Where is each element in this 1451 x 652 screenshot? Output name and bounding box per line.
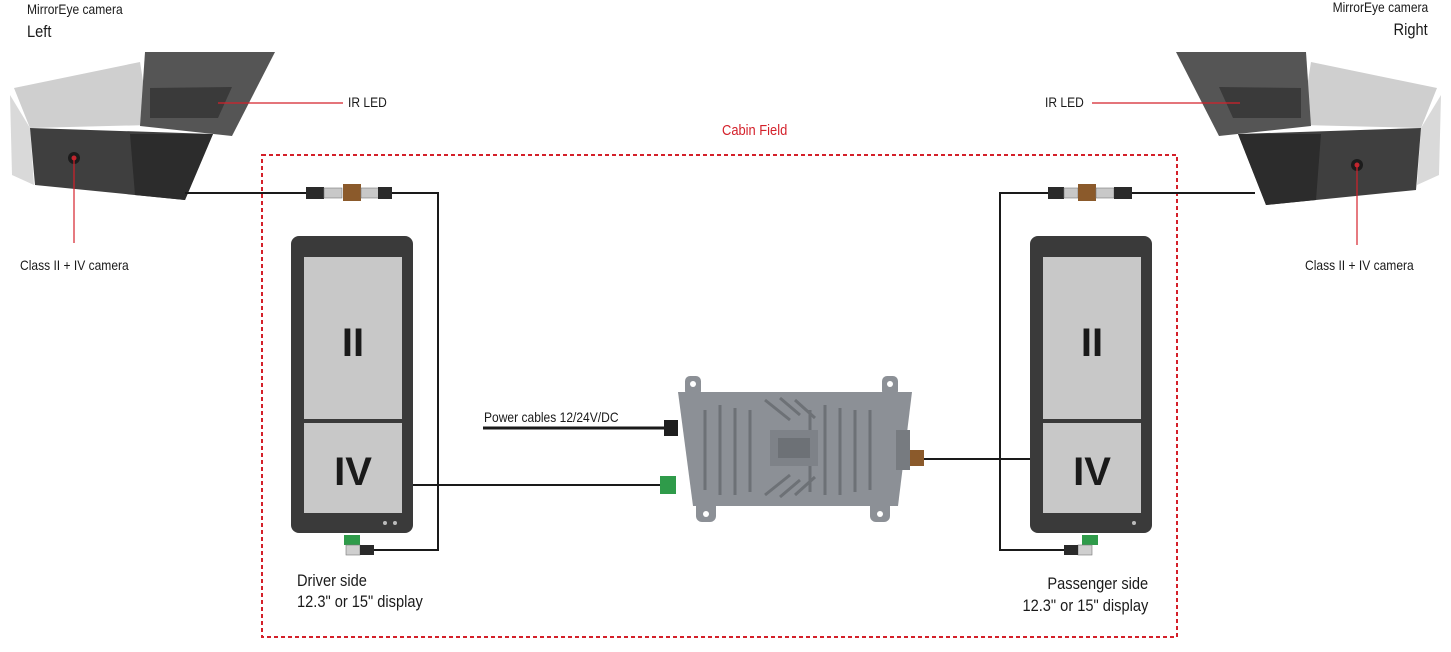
right-ir-led-window: [1219, 87, 1301, 118]
passenger-display-class-iv-area: [1043, 423, 1141, 513]
ecu-green-connector: [660, 476, 676, 494]
passenger-display-class-ii: II: [1081, 321, 1103, 365]
ecu-power-connector: [664, 420, 678, 436]
driver-display-class-iv: IV: [334, 450, 372, 494]
cabin-field-label: Cabin Field: [722, 122, 788, 139]
passenger-display-caption-line2: 12.3" or 15" display: [1022, 596, 1148, 615]
driver-display-class-ii-area: [304, 257, 402, 419]
passenger-display-green-connector: [1082, 535, 1098, 545]
cabin-field-boundary: [261, 154, 1178, 638]
ecu-brown-connector: [910, 450, 924, 466]
driver-display-class-ii: II: [342, 321, 364, 365]
ecu-unit: [678, 376, 912, 522]
driver-display: II IV: [291, 236, 413, 556]
power-cables-label: Power cables 12/24V/DC: [484, 409, 619, 425]
driver-display-caption-line1: Driver side: [297, 571, 367, 590]
left-camera: [10, 52, 275, 200]
passenger-display-caption-line1: Passenger side: [1047, 574, 1148, 593]
passenger-display: II IV: [1030, 236, 1152, 556]
left-camera-side: Left: [27, 22, 52, 41]
passenger-display-class-iv: IV: [1073, 450, 1111, 494]
right-ir-led-label: IR LED: [1045, 94, 1084, 110]
left-ir-led-window: [150, 87, 232, 118]
left-ir-led-label: IR LED: [348, 94, 387, 110]
driver-display-class-iv-area: [304, 423, 402, 513]
passenger-display-class-ii-area: [1043, 257, 1141, 419]
right-camera-lens-label: Class II + IV camera: [1305, 257, 1414, 273]
driver-display-caption-line2: 12.3" or 15" display: [297, 592, 423, 611]
right-camera-connector: [1048, 184, 1132, 201]
left-camera-connector: [306, 184, 392, 201]
right-camera-title: MirrorEye camera: [1332, 0, 1428, 15]
left-camera-lens-label: Class II + IV camera: [20, 257, 129, 273]
right-camera: [1176, 52, 1441, 205]
driver-display-green-connector: [344, 535, 360, 545]
left-camera-title: MirrorEye camera: [27, 1, 123, 17]
right-camera-side: Right: [1393, 20, 1428, 39]
